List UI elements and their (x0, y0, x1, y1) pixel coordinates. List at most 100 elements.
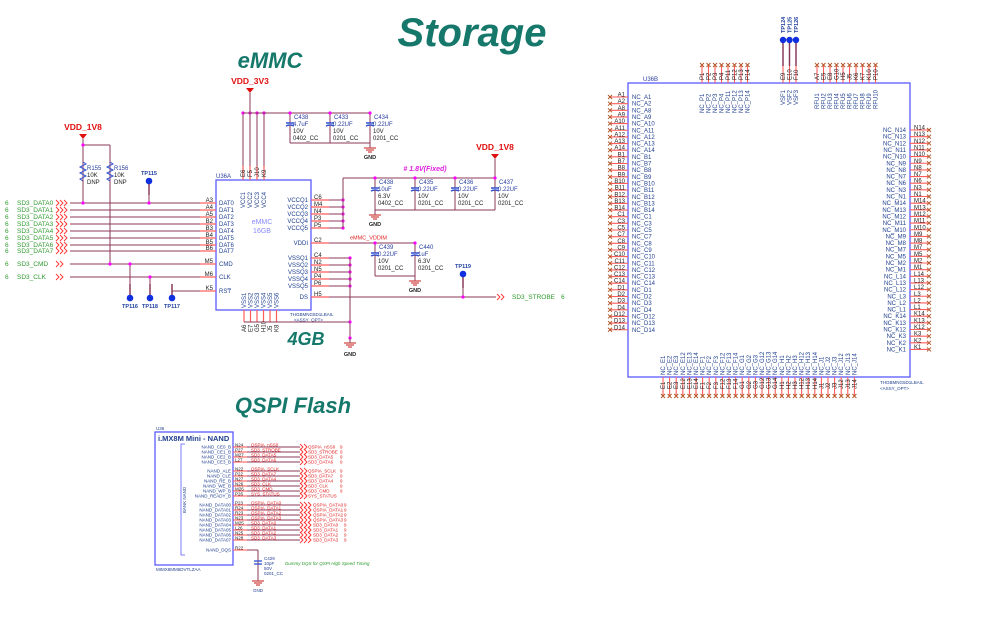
offpage-connector-icon (303, 487, 308, 495)
pin-number: M2 (914, 259, 923, 265)
pin-name: NC_C13 (632, 275, 656, 281)
no-connect-icon (706, 393, 712, 399)
pin-number: P27 (235, 448, 244, 453)
net-label: SD3_DATA7 (308, 474, 334, 479)
no-connect-icon (607, 287, 613, 293)
page-ref: 9 (340, 489, 343, 494)
junction-dot (453, 176, 457, 180)
pin-name: NC_P1 (700, 93, 706, 113)
pin-number: H14 (813, 377, 819, 389)
resistor-value: 10K (87, 173, 98, 179)
offpage-connector-icon (59, 206, 64, 214)
no-connect-icon (766, 393, 771, 399)
cap-ref: C436 (459, 180, 474, 186)
offpage-connector-icon (303, 492, 308, 500)
pin-number: P13 (739, 69, 745, 80)
pin-name: VSS2 (249, 292, 255, 308)
pin-name: NAND_DATA00 (199, 503, 231, 508)
pin-name: VSSQ4 (288, 277, 309, 283)
wire-label: QSPIA_nSS0 (251, 443, 279, 448)
pin-number: F10 (794, 69, 800, 80)
no-connect-icon (866, 62, 872, 68)
pin-name: VSF3 (794, 89, 800, 105)
page-ref: 6 (5, 274, 9, 281)
pin-number: M8 (914, 239, 923, 245)
no-connect-icon (607, 141, 613, 146)
pin-name: NC_E13 (687, 352, 693, 375)
pin-name: NC_C11 (632, 261, 655, 267)
pin-number: E8 (828, 72, 834, 80)
component-title: i.MX8M Mini - NAND (158, 434, 230, 443)
offpage-connector-icon (299, 536, 304, 544)
offpage-connector-icon (307, 501, 312, 509)
no-connect-icon (926, 240, 932, 246)
cap-ref: C438 (379, 180, 394, 186)
pin-number: P26 (235, 492, 244, 497)
offpage-connector-icon (59, 247, 64, 255)
page-ref: 9 (340, 484, 343, 489)
test-point-icon (459, 270, 467, 278)
offpage-connector-icon (307, 521, 312, 529)
no-connect-icon (732, 62, 737, 68)
pin-number: B3 (206, 226, 214, 232)
pin-name: NC_P11 (726, 90, 732, 113)
pin-number: N26 (235, 482, 244, 487)
no-connect-icon (825, 393, 831, 399)
no-connect-icon (607, 320, 613, 326)
offpage-connector-icon (59, 213, 64, 221)
wire-label: QSPIA_DATA1 (251, 506, 282, 511)
pin-number: G1 (740, 380, 746, 389)
pin-name: NC_C8 (632, 241, 652, 247)
pin-number: N1 (914, 192, 922, 198)
offpage-connector-icon (303, 536, 308, 544)
pin-number: F1 (701, 381, 707, 389)
pin-name: NAND_CE1_B (201, 450, 231, 455)
pin-name: NAND_CE3_B (201, 460, 231, 465)
no-connect-icon (926, 200, 932, 206)
pin-number: M6 (205, 272, 214, 278)
pin-name: RFU3 (828, 93, 834, 109)
pin-number: M4 (314, 202, 323, 208)
net-label: SD3_STROBE (308, 450, 338, 455)
offpage-connector-icon (307, 526, 312, 534)
no-connect-icon (726, 393, 732, 399)
pin-number: K12 (914, 325, 925, 331)
pin-name: NC_H13 (806, 351, 812, 375)
pin-name: NC_J14 (852, 353, 858, 375)
pin-name: NC_B8 (632, 168, 652, 174)
no-connect-icon (607, 187, 613, 193)
no-connect-icon (926, 260, 932, 266)
cap-voltage: 10V (458, 194, 469, 200)
cap-ref: C429 (264, 556, 275, 561)
pin-name: NC_M12 (882, 214, 906, 220)
power-arrow-icon (79, 134, 87, 139)
pin-number: H1 (780, 381, 786, 389)
cap-value: 0.22UF (333, 122, 353, 128)
offpage-connector-icon (307, 536, 312, 544)
pin-number: R24 (235, 506, 244, 511)
pin-number: N5 (314, 267, 322, 273)
junction-dot (81, 143, 85, 147)
pin-number: L14 (914, 272, 925, 278)
pin-number: J1 (819, 382, 825, 389)
no-connect-icon (733, 393, 738, 399)
offpage-connector-icon (55, 206, 60, 214)
cap-value: 1uF (418, 252, 429, 258)
cap-package: 0201_CC (264, 571, 284, 576)
pin-name: NC_C9 (632, 248, 652, 254)
no-connect-icon (607, 314, 613, 319)
pin-number: P1 (700, 72, 706, 80)
no-connect-icon (607, 147, 613, 153)
no-connect-icon (607, 280, 613, 286)
junction-dot (147, 201, 151, 205)
net-label: QSPIA_SCLK (308, 469, 336, 474)
page-ref: 6 (5, 261, 9, 268)
pin-name: DAT6 (219, 243, 235, 249)
section-title-qspi: QSPI Flash (235, 393, 351, 418)
pin-number: A4 (206, 205, 214, 211)
no-connect-icon (926, 167, 932, 173)
pin-number: G2 (747, 380, 753, 389)
no-connect-icon (607, 274, 613, 279)
pin-name: NC_G3 (753, 354, 759, 375)
pin-number: P4 (314, 274, 322, 280)
